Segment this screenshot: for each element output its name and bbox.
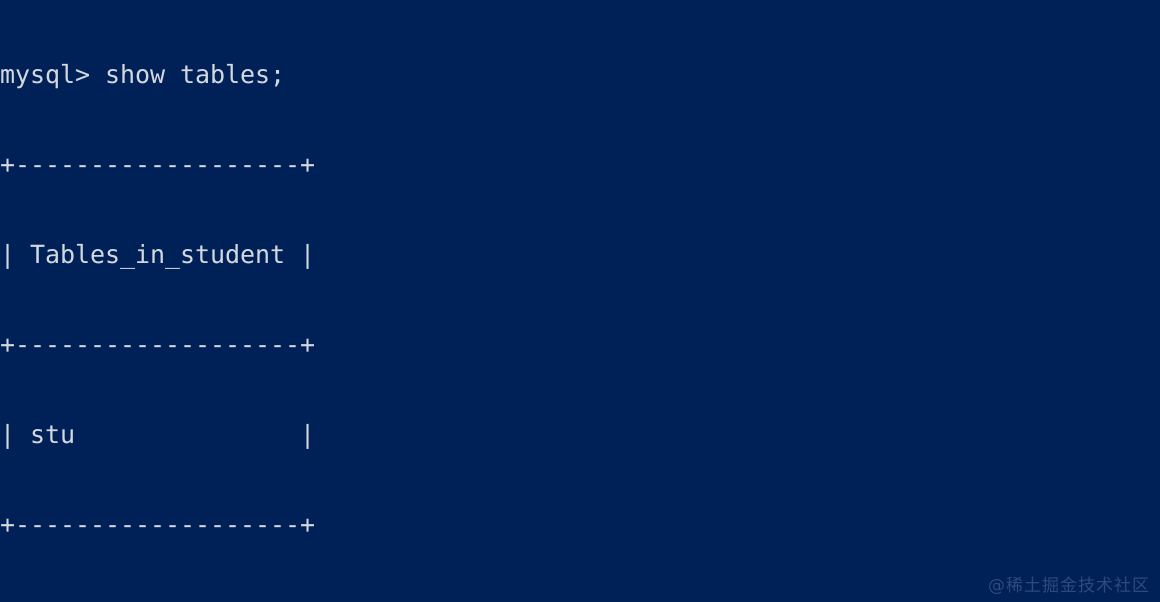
- terminal-line-command-show-tables: mysql> show tables;: [0, 60, 285, 89]
- terminal-line-table-header: | Tables_in_student |: [0, 240, 315, 269]
- terminal-line-table-border-top: +-------------------+: [0, 150, 315, 179]
- terminal-line-table-border-bottom: +-------------------+: [0, 510, 315, 539]
- terminal-line-table-row-stu: | stu |: [0, 420, 315, 449]
- terminal-line-table-border-mid: +-------------------+: [0, 330, 315, 359]
- terminal-line-status-row-count: 1 row in set (0.00 sec): [0, 600, 1160, 602]
